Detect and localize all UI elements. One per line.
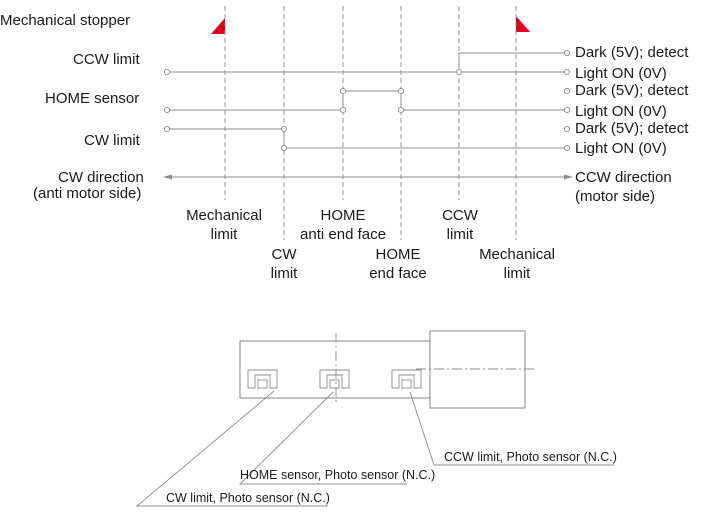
mechanical-limit-right-sublabel: limit <box>504 265 531 282</box>
ccw-photo-sensor-icon <box>391 369 422 389</box>
ccw-direction-label: CCW direction <box>575 169 672 186</box>
cw-limit-signal-trace <box>163 125 571 152</box>
home-sensor-leader-line <box>238 391 407 485</box>
home-signal-low-label: Light ON (0V) <box>575 103 667 120</box>
ccw-signal-low-label: Light ON (0V) <box>575 65 667 82</box>
mechanical-limit-left-sublabel: limit <box>211 226 238 243</box>
home-anti-end-face-label: HOME <box>321 207 366 224</box>
home-sensor-signal-trace <box>163 87 571 114</box>
home-signal-high-label: Dark (5V); detect <box>575 82 689 99</box>
ccw-limit-position-sublabel: limit <box>447 226 474 243</box>
cw-sensor-callout: CW limit, Photo sensor (N.C.) <box>166 491 330 505</box>
direction-axis-arrow <box>163 174 573 180</box>
cw-limit-signal-label: CW limit <box>84 132 141 149</box>
mechanical-stopper-left-marker <box>211 18 225 34</box>
home-sensor-signal-label: HOME sensor <box>45 90 139 107</box>
ccw-signal-high-label: Dark (5V); detect <box>575 44 689 61</box>
stage-assembly-drawing <box>239 330 535 409</box>
mechanical-stopper-label: Mechanical stopper <box>0 12 130 29</box>
cw-signal-low-label: Light ON (0V) <box>575 140 667 157</box>
cw-direction-label: CW direction <box>58 169 144 186</box>
ccw-limit-position-label: CCW <box>442 207 479 224</box>
home-anti-end-face-sublabel: anti end face <box>300 226 386 243</box>
home-photo-sensor-icon <box>319 369 350 389</box>
ccw-sensor-callout: CCW limit, Photo sensor (N.C.) <box>444 450 617 464</box>
motor-block <box>429 330 526 409</box>
mechanical-limit-left-label: Mechanical <box>186 207 262 224</box>
ccw-direction-sublabel: (motor side) <box>575 188 655 205</box>
ccw-limit-signal-label: CCW limit <box>73 51 140 68</box>
mechanical-limit-right-label: Mechanical <box>479 246 555 263</box>
cw-direction-sublabel: (anti motor side) <box>33 185 141 202</box>
cw-limit-position-label: CW <box>272 246 298 263</box>
cw-limit-position-sublabel: limit <box>271 265 298 282</box>
home-end-face-label: HOME <box>376 246 421 263</box>
cw-sensor-leader-line <box>135 390 328 507</box>
cw-photo-sensor-icon <box>247 369 278 389</box>
mechanical-stopper-right-marker <box>516 16 530 32</box>
home-sensor-callout: HOME sensor, Photo sensor (N.C.) <box>240 468 435 482</box>
ccw-sensor-leader-line <box>409 391 614 466</box>
cw-signal-high-label: Dark (5V); detect <box>575 120 689 137</box>
home-end-face-sublabel: end face <box>369 265 427 282</box>
stage-body <box>239 340 431 399</box>
ccw-limit-signal-trace <box>163 49 571 76</box>
